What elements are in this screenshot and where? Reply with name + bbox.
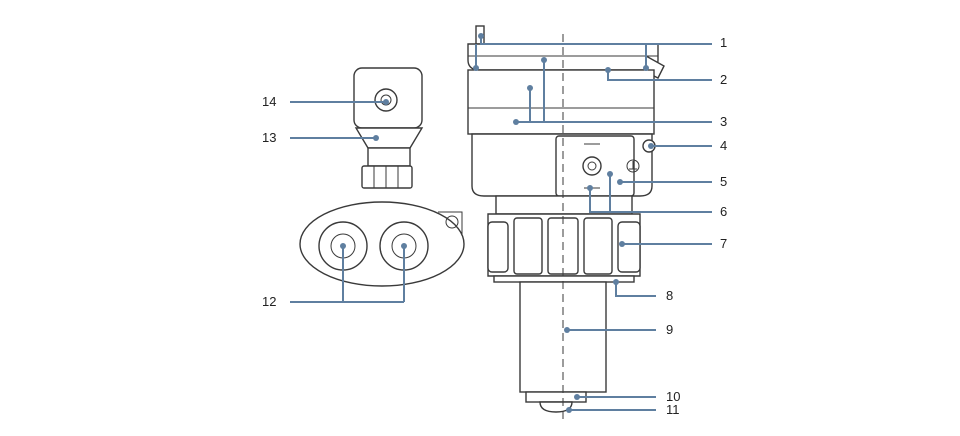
plug-gland — [361, 165, 413, 189]
callout-9: 9 — [666, 322, 673, 337]
callout-12: 12 — [262, 294, 276, 309]
callout-14: 14 — [262, 94, 276, 109]
callout-6: 6 — [720, 204, 727, 219]
leader-2 — [607, 70, 712, 81]
leader-1 — [480, 36, 712, 45]
ground-symbol — [626, 159, 640, 173]
callout-8: 8 — [666, 288, 673, 303]
callout-11: 11 — [666, 402, 680, 417]
callout-4: 4 — [720, 138, 727, 153]
flange — [493, 275, 635, 283]
connector-pin-center — [582, 156, 602, 176]
plug-neck — [367, 147, 411, 167]
callout-3: 3 — [720, 114, 727, 129]
main-device — [467, 25, 665, 420]
callout-labels: 1 2 3 4 5 6 7 8 9 10 11 12 13 14 — [262, 35, 727, 417]
detail-view — [299, 201, 465, 287]
leader-8 — [615, 282, 656, 297]
callout-13: 13 — [262, 130, 276, 145]
leader-lines — [290, 33, 712, 413]
sensor-tip — [539, 401, 573, 413]
callout-2: 2 — [720, 72, 727, 87]
callout-10: 10 — [666, 389, 680, 404]
leader-6 — [589, 188, 712, 213]
callout-1: 1 — [720, 35, 727, 50]
connector-plug — [353, 67, 424, 189]
callout-5: 5 — [720, 174, 727, 189]
callout-7: 7 — [720, 236, 727, 251]
